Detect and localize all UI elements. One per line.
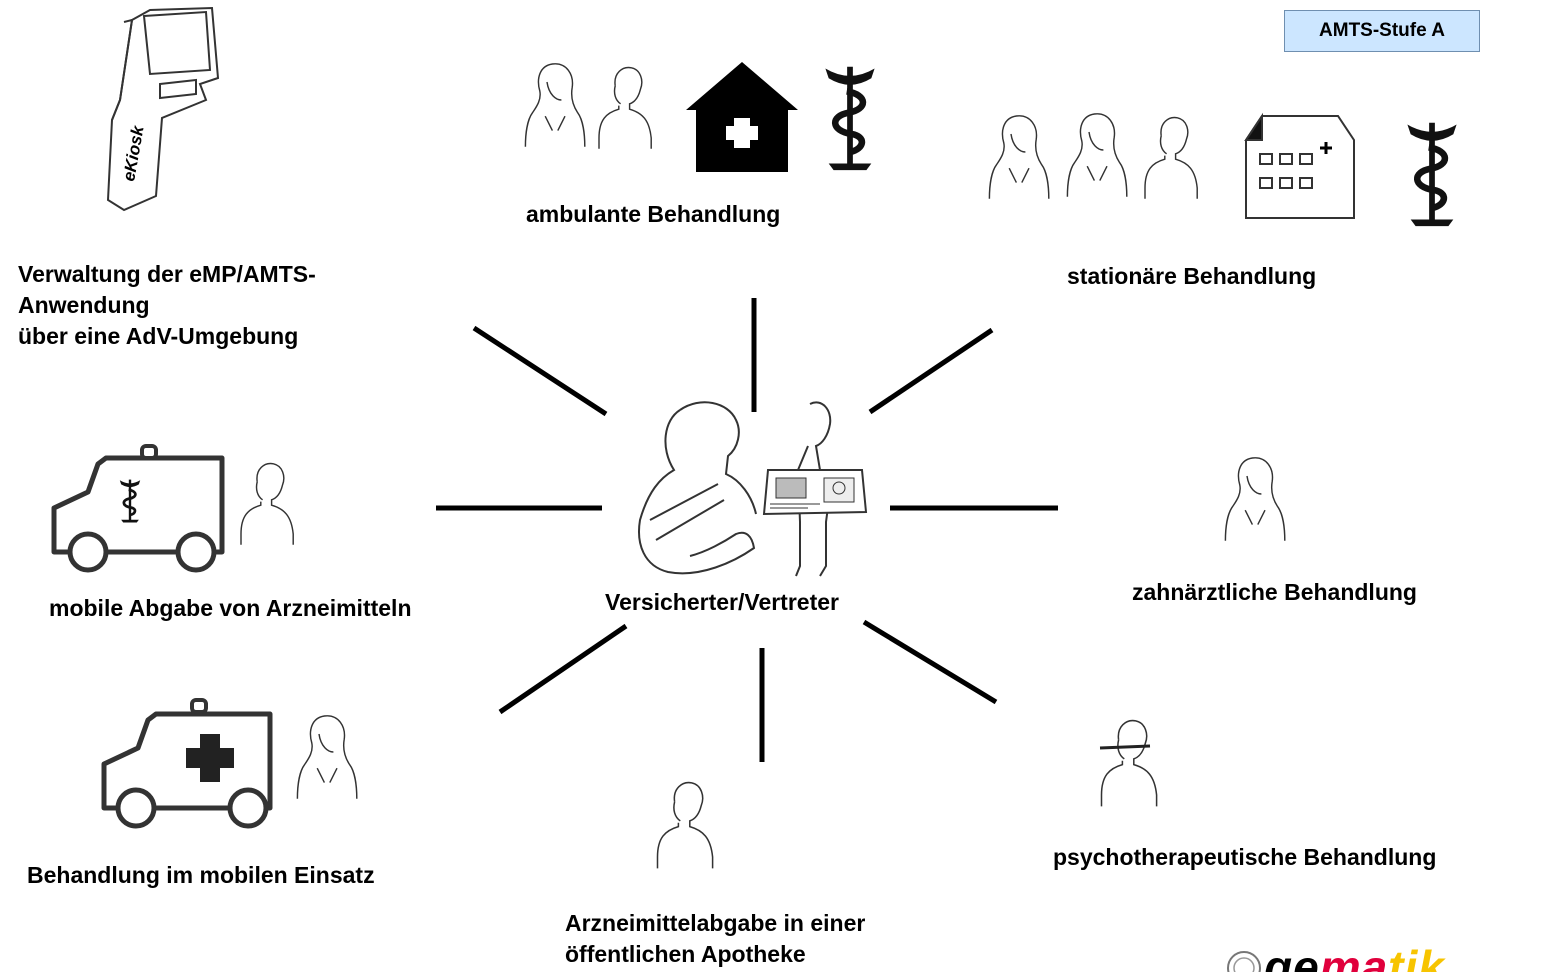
node-pharmacy-label: Arzneimittelabgabe in einer öffentlichen…	[565, 910, 866, 967]
connector-lines	[436, 298, 1058, 762]
hospital-icon	[1244, 112, 1355, 219]
connector-mobile-care	[498, 623, 628, 715]
pharmacist-icon	[240, 462, 294, 546]
doctor-male-icon	[598, 66, 652, 150]
node-stationaer-label: stationäre Behandlung	[1067, 263, 1317, 289]
ambulance-icon	[101, 698, 273, 829]
pharmacy-aesculap-icon	[825, 67, 874, 170]
ambulant-icons	[524, 62, 874, 172]
doctor-female-icon	[524, 63, 586, 148]
connector-stationaer	[868, 327, 994, 415]
patient-icon	[638, 401, 832, 577]
doctor-male-icon	[1144, 116, 1198, 200]
ekiosk-text: eKiosk	[119, 123, 148, 183]
node-admin-label: Verwaltung der eMP/AMTS- Anwendung über …	[18, 261, 316, 349]
node-mobile-care-label: Behandlung im mobilen Einsatz	[27, 862, 375, 888]
pharmacy-aesculap-icon	[1407, 123, 1456, 226]
stationaer-icons	[988, 112, 1456, 226]
seal-icon	[1227, 951, 1261, 972]
pharmacist-icon	[656, 781, 714, 870]
node-dental-label: zahnärztliche Behandlung	[1132, 579, 1417, 605]
node-psycho-label: psychotherapeutische Behandlung	[1053, 844, 1437, 870]
connector-psycho	[862, 619, 998, 705]
emergency-doctor-icon	[296, 715, 358, 800]
gematik-logo: gematik	[1226, 946, 1486, 972]
psychotherapist-icon	[1099, 719, 1158, 808]
practice-house-icon	[686, 62, 798, 172]
dentist-icon	[1224, 457, 1286, 542]
amts-level-badge: AMTS-Stufe A	[1284, 10, 1480, 52]
health-card-icon	[762, 469, 868, 516]
center-label: Versicherter/Vertreter	[605, 589, 839, 615]
node-mobile-dispense-label: mobile Abgabe von Arzneimitteln	[49, 595, 412, 621]
ekiosk-icon: eKiosk	[106, 6, 220, 212]
mobile-pharmacy-van-icon	[51, 444, 225, 573]
nurse-icon	[1066, 113, 1128, 198]
gematik-wordmark: gematik	[1264, 946, 1445, 972]
doctor-female-icon	[988, 115, 1050, 200]
connector-admin	[472, 325, 608, 417]
node-ambulant-label: ambulante Behandlung	[526, 201, 781, 227]
